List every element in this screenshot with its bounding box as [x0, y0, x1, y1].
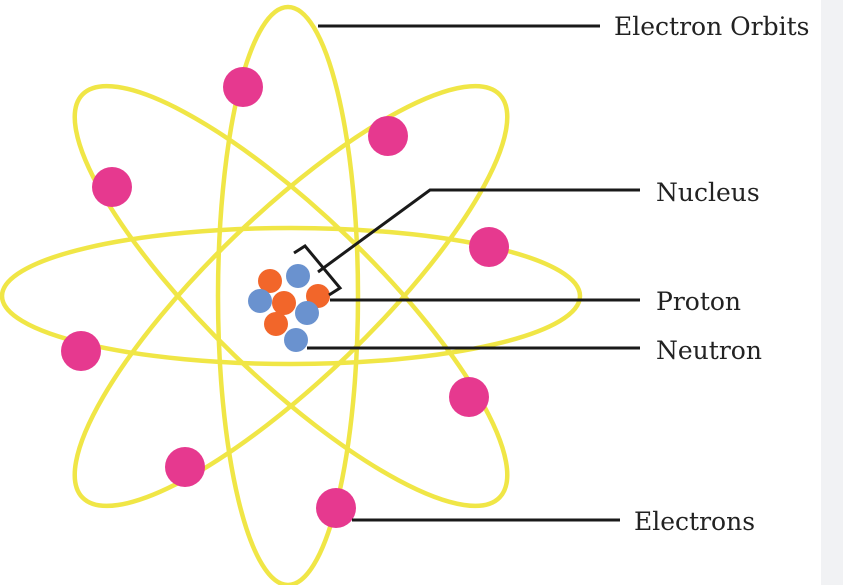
electron: [368, 116, 408, 156]
orbit-diagonal-left: [72, 83, 510, 509]
electron: [61, 331, 101, 371]
electron: [469, 227, 509, 267]
neutron-particle: [248, 289, 272, 313]
neutron-particle: [286, 264, 310, 288]
nucleus: [248, 264, 330, 352]
electron: [92, 167, 132, 207]
neutron-particle: [295, 301, 319, 325]
nucleus-bracket: [293, 244, 343, 297]
electron: [316, 488, 356, 528]
leader-lines: [293, 24, 640, 522]
orbit-horizontal: [0, 225, 583, 367]
proton-particle: [306, 284, 330, 308]
proton-particle: [272, 291, 296, 315]
leader-line-nucleus: [317, 188, 640, 274]
electron: [165, 447, 205, 487]
label-electrons: Electrons: [634, 507, 755, 536]
orbit-diagonal-right: [72, 83, 510, 509]
proton-particle: [258, 269, 282, 293]
electron: [449, 377, 489, 417]
electrons: [61, 67, 509, 528]
label-nucleus: Nucleus: [656, 178, 760, 207]
label-proton: Proton: [656, 287, 741, 316]
proton-particle: [264, 312, 288, 336]
neutron-particle: [284, 328, 308, 352]
orbit-vertical: [215, 4, 361, 585]
electron-orbits: [0, 4, 583, 585]
electron: [223, 67, 263, 107]
label-neutron: Neutron: [656, 336, 762, 365]
right-edge-strip: [821, 0, 843, 585]
label-electron-orbits: Electron Orbits: [614, 12, 809, 41]
